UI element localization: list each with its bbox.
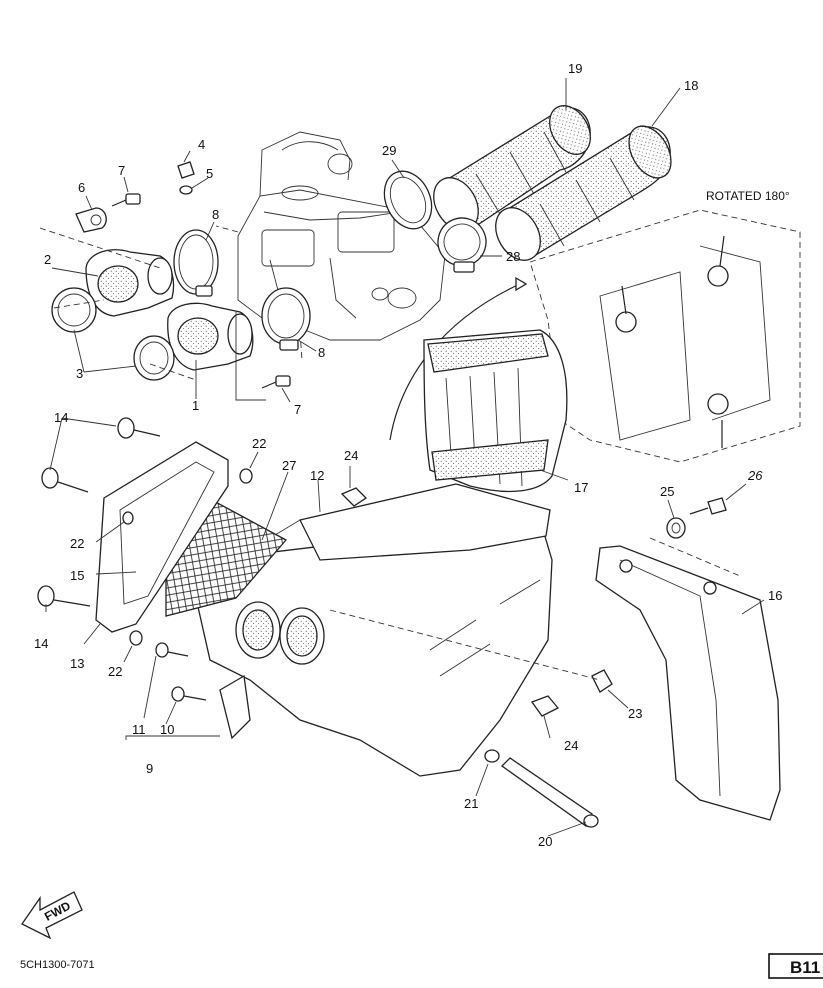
callout-28: 28 (506, 249, 520, 264)
hose-clamp-upper (173, 229, 219, 297)
nut-24-upper (340, 487, 368, 507)
callout-19: 19 (568, 61, 582, 76)
page-id: B11 (790, 958, 820, 977)
callout-4: 4 (198, 137, 205, 152)
screw-14-bottom (37, 585, 91, 607)
funnel-band-29 (383, 170, 433, 230)
callout-7-upper: 7 (118, 163, 125, 178)
callout-15: 15 (70, 568, 84, 583)
callout-14-upper: 14 (54, 410, 68, 425)
bolt-lower (261, 375, 291, 389)
clamp-bracket (75, 207, 107, 233)
fwd-arrow-icon: FWD (21, 891, 83, 940)
callout-12: 12 (310, 468, 324, 483)
callout-11: 11 (132, 722, 146, 737)
intake-joint-lower (167, 302, 254, 371)
callout-2: 2 (44, 252, 51, 267)
grommet-22-lower (129, 630, 143, 646)
gasket-lower (133, 335, 175, 381)
callout-20: 20 (538, 834, 552, 849)
grommet-22-left (122, 511, 134, 525)
screw-14-top (117, 417, 161, 439)
callout-27: 27 (282, 458, 296, 473)
drain-hose (500, 757, 599, 828)
callout-22-lower: 22 (108, 664, 122, 679)
callout-labels: 1 2 3 4 5 6 7 7 8 8 9 10 11 12 13 14 14 … (34, 61, 782, 849)
callout-29: 29 (382, 143, 396, 158)
callout-14-lower: 14 (34, 636, 48, 651)
callout-24-lower: 24 (564, 738, 578, 753)
callout-3: 3 (76, 366, 83, 381)
collar-23 (591, 669, 613, 693)
air-funnel-rear (495, 125, 672, 261)
funnel-band-28 (437, 217, 487, 273)
page-id-box: B11 (768, 953, 823, 979)
callout-6: 6 (78, 180, 85, 195)
bolt-26 (689, 497, 727, 515)
hose-clip (484, 749, 500, 763)
callout-18: 18 (684, 78, 698, 93)
callout-10: 10 (160, 722, 174, 737)
gasket-upper (51, 287, 97, 333)
bolt-upper (111, 193, 141, 207)
damper-25 (666, 517, 686, 539)
callout-13: 13 (70, 656, 84, 671)
leader-lines (39, 78, 765, 837)
nut-24-lower (530, 695, 560, 717)
callout-7-lower: 7 (294, 402, 301, 417)
screw-11 (155, 642, 189, 658)
side-cover (595, 545, 781, 821)
callout-16: 16 (768, 588, 782, 603)
air-funnel-front (433, 105, 591, 232)
intake-joint-upper (85, 249, 175, 317)
callout-26: 26 (747, 468, 763, 483)
callout-21: 21 (464, 796, 478, 811)
callout-24-upper: 24 (344, 448, 358, 463)
callout-17: 17 (574, 480, 588, 495)
rotated-note: ROTATED 180° (706, 189, 790, 203)
screw-10 (171, 686, 207, 702)
callout-23: 23 (628, 706, 642, 721)
intake-duct (423, 329, 568, 493)
drawing-code: 5CH1300-7071 (20, 959, 95, 971)
callout-25: 25 (660, 484, 674, 499)
callout-22-upper: 22 (252, 436, 266, 451)
washer (179, 185, 193, 195)
air-filter-case (195, 483, 553, 777)
callout-5: 5 (206, 166, 213, 181)
grommet-22-upper (239, 468, 253, 484)
callout-1: 1 (192, 398, 199, 413)
callout-8-lower: 8 (318, 345, 325, 360)
case-cover (95, 441, 229, 633)
screw-14-mid (41, 467, 89, 493)
callout-9: 9 (146, 761, 153, 776)
callout-22-left: 22 (70, 536, 84, 551)
cap (177, 161, 195, 179)
hose-clamp-lower (261, 287, 311, 351)
callout-8-upper: 8 (212, 207, 219, 222)
